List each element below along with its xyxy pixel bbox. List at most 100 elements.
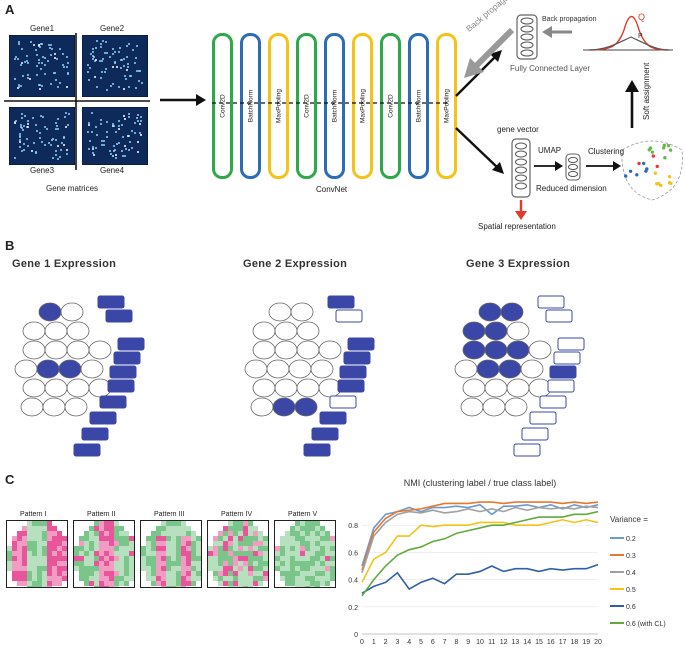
pattern-pixel xyxy=(223,556,228,561)
pattern-pixel xyxy=(37,566,42,571)
pattern-pixel xyxy=(42,571,47,576)
tissue-cell xyxy=(318,340,342,360)
expression-dot xyxy=(27,126,30,129)
pattern-pixel xyxy=(32,561,37,566)
pattern-pixel xyxy=(171,541,176,546)
pattern-pixel xyxy=(315,586,320,587)
expression-dot xyxy=(35,124,38,127)
pattern-pixel xyxy=(129,576,134,581)
pattern-pixel xyxy=(295,551,300,556)
pattern-pixel xyxy=(104,586,109,587)
expression-dot xyxy=(20,126,23,129)
pattern-pixel xyxy=(161,536,166,541)
expression-dot xyxy=(20,62,23,65)
tissue-cell xyxy=(288,359,312,379)
convnet-layer-batchnorm: BatchNorm xyxy=(324,33,345,179)
pattern-pixel xyxy=(62,541,67,546)
tissue-cell xyxy=(44,321,68,341)
expression-dot xyxy=(62,53,65,56)
tissue-cell xyxy=(274,321,298,341)
panel-a-letter: A xyxy=(5,2,15,17)
pattern-pixel xyxy=(27,566,32,571)
pattern-pixel xyxy=(290,526,295,531)
pattern-pixel xyxy=(161,526,166,531)
pattern-pixel xyxy=(223,566,228,571)
pattern-pixel xyxy=(171,581,176,586)
expression-dot xyxy=(44,64,47,67)
expression-dot xyxy=(23,148,26,151)
pattern-pixel xyxy=(104,541,109,546)
pattern-pixel xyxy=(27,551,32,556)
pattern-pixel xyxy=(42,526,47,531)
pattern-pixel xyxy=(84,561,89,566)
pattern-pixel xyxy=(253,551,258,556)
pattern-pixel xyxy=(151,566,156,571)
expression-dot xyxy=(138,69,141,72)
pattern-pixel xyxy=(166,531,171,536)
pattern-pixel xyxy=(233,571,238,576)
y-tick-label: 0.6 xyxy=(348,550,358,557)
cluster-point xyxy=(650,150,655,154)
pattern-pixel xyxy=(37,526,42,531)
tissue-boundary-cell xyxy=(73,443,101,457)
pattern-pixel xyxy=(62,551,67,556)
expression-dot xyxy=(94,58,97,61)
cluster-point xyxy=(668,148,673,152)
pattern-pixel xyxy=(233,556,238,561)
pattern-pixel xyxy=(325,536,330,541)
pattern-pixel xyxy=(166,536,171,541)
pattern-pixel xyxy=(17,561,22,566)
pattern-pixel xyxy=(181,586,186,587)
pattern-pixel xyxy=(248,566,253,571)
pattern-pixel xyxy=(186,536,191,541)
gene2-label: Gene2 xyxy=(100,24,125,33)
pattern-pixel xyxy=(196,546,201,551)
pattern-pixel xyxy=(17,571,22,576)
pattern-pixel xyxy=(228,581,233,586)
pattern-pixel xyxy=(330,556,335,561)
pattern-pixel xyxy=(315,561,320,566)
pattern-pixel xyxy=(94,531,99,536)
pattern-pixel xyxy=(57,541,62,546)
pattern-pixel xyxy=(238,526,243,531)
pattern-pixel xyxy=(114,531,119,536)
pattern-pixel xyxy=(12,561,17,566)
pattern-pixel xyxy=(191,551,196,556)
pattern-pixel xyxy=(263,541,268,546)
reduced-dimension-label: Reduced dimension xyxy=(536,184,607,193)
x-tick-label: 7 xyxy=(443,639,447,646)
pattern-pixel xyxy=(248,541,253,546)
tissue-boundary-cell xyxy=(319,411,347,425)
x-tick-label: 8 xyxy=(454,639,458,646)
pattern-pixel xyxy=(62,536,67,541)
pattern-pixel xyxy=(104,571,109,576)
pattern-pixel xyxy=(124,531,129,536)
pattern-pixel xyxy=(12,536,17,541)
pattern-pixel xyxy=(156,536,161,541)
pattern-pixel xyxy=(124,576,129,581)
expression-dot xyxy=(45,127,48,130)
pattern-pixel xyxy=(156,566,161,571)
pattern-pixel xyxy=(320,561,325,566)
tissue-boundary-cell xyxy=(529,411,557,425)
pattern-pixel xyxy=(248,521,253,526)
pattern-pixel xyxy=(161,586,166,587)
pattern-pixel xyxy=(325,556,330,561)
pattern-pixel xyxy=(156,581,161,586)
series-line-0-6--with-CL- xyxy=(361,510,599,597)
pattern-pixel xyxy=(248,581,253,586)
expression-dot xyxy=(35,49,37,52)
pattern-pixel xyxy=(290,581,295,586)
pattern-pixel xyxy=(300,571,305,576)
expression-dot xyxy=(127,86,130,89)
pattern-pixel xyxy=(233,536,238,541)
pattern-pixel xyxy=(191,546,196,551)
pattern-pixel xyxy=(94,541,99,546)
pattern-pixel xyxy=(141,561,146,566)
expression-dot xyxy=(90,52,93,55)
pattern-pixel xyxy=(12,556,17,561)
pattern-pixel xyxy=(37,551,42,556)
pattern-pixel xyxy=(228,561,233,566)
cluster-point xyxy=(659,183,663,188)
pattern-image xyxy=(207,520,269,588)
